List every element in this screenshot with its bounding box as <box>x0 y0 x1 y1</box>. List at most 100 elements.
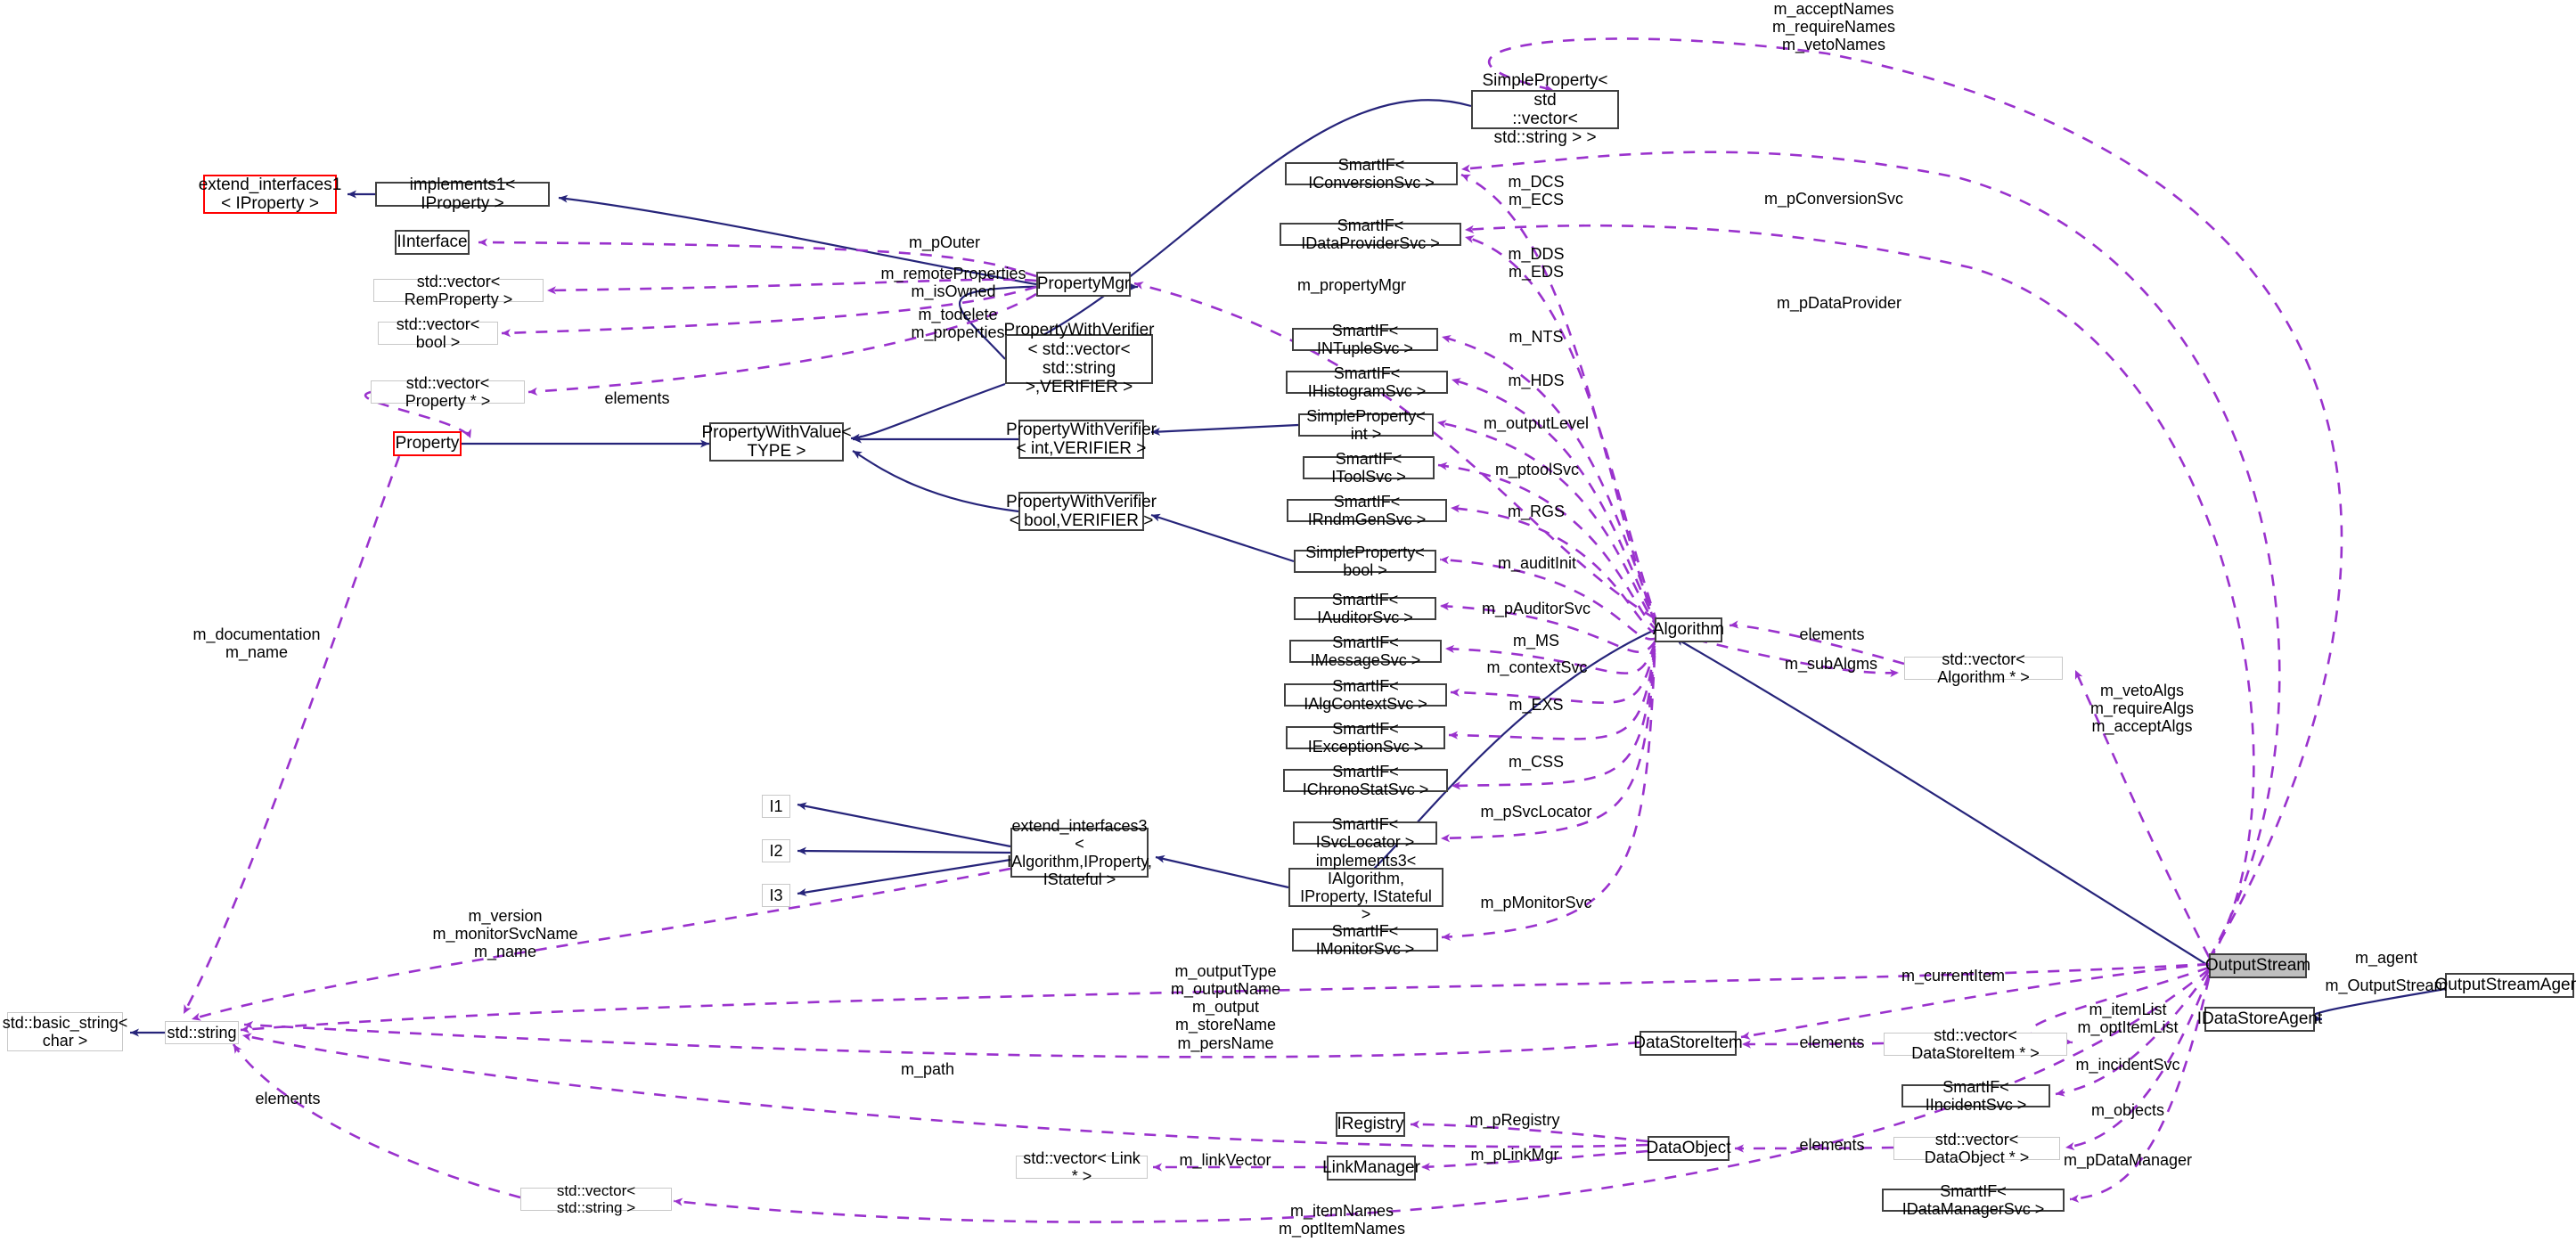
uml-class-label: std::vector< Algorithm * > <box>1937 650 2030 686</box>
uml-class-label: PropertyWithVerifier < int,VERIFIER > <box>1006 420 1157 458</box>
edge-label-lbl_EXS: m_EXS <box>1509 696 1564 714</box>
uml-class-extend_interfaces1[interactable]: extend_interfaces1 < IProperty > <box>199 175 341 214</box>
uml-class-smartif_idatamanagersvc[interactable]: SmartIF< IDataManagerSvc > <box>1882 1182 2065 1218</box>
uml-class-smartif_iexceptionsvc[interactable]: SmartIF< IExceptionSvc > <box>1286 720 1445 756</box>
uml-class-label: SmartIF< IChronoStatSvc > <box>1302 762 1429 798</box>
uml-class-property[interactable]: Property <box>393 431 462 456</box>
edge-label-lbl_version: m_version m_monitorSvcName m_name <box>432 907 578 961</box>
uml-class-dataobject[interactable]: DataObject <box>1646 1136 1731 1161</box>
uml-class-basic_string_char[interactable]: std::basic_string< char > <box>3 1012 127 1051</box>
uml-class-idatastoreagent[interactable]: IDataStoreAgent <box>2197 1007 2322 1032</box>
uml-class-label: std::vector< Property * > <box>405 373 491 410</box>
uml-class-outputstreamagent[interactable]: OutputStreamAgent <box>2435 973 2576 998</box>
uml-class-propertywithverifier_bool[interactable]: PropertyWithVerifier < bool,VERIFIER > <box>1006 492 1157 531</box>
uml-class-label: SmartIF< IAuditorSvc > <box>1317 590 1413 626</box>
uml-class-implements1_iproperty[interactable]: implements1< IProperty > <box>375 176 550 213</box>
uml-class-label: std::vector< DataObject * > <box>1924 1130 2030 1166</box>
uml-class-extend_interfaces3[interactable]: extend_interfaces3 < IAlgorithm,IPropert… <box>1007 817 1152 888</box>
edge-label-lbl_itemNames: m_itemNames m_optItemNames <box>1278 1202 1406 1238</box>
uml-class-vector_datastoreitem_ptr[interactable]: std::vector< DataStoreItem * > <box>1884 1026 2067 1062</box>
edge-label-lbl_vetoAlgs: m_vetoAlgs m_requireAlgs m_acceptAlgs <box>2089 682 2195 736</box>
uml-class-smartif_irndmgensvc[interactable]: SmartIF< IRndmGenSvc > <box>1287 493 1447 528</box>
uml-class-label: PropertyWithVerifier < bool,VERIFIER > <box>1006 492 1157 530</box>
uml-class-vector_link_ptr[interactable]: std::vector< Link * > <box>1016 1149 1148 1185</box>
uml-class-label: std::vector< RemProperty > <box>404 272 513 308</box>
uml-class-label: SmartIF< IAlgContextSvc > <box>1304 676 1427 713</box>
edge-label-lbl_pSvcLocator: m_pSvcLocator <box>1480 803 1592 821</box>
uml-class-smartif_itoolsvc[interactable]: SmartIF< IToolSvc > <box>1303 450 1435 486</box>
uml-class-iinterface[interactable]: IInterface <box>395 230 470 255</box>
uml-class-label: SmartIF< IExceptionSvc > <box>1307 719 1424 756</box>
uml-class-label: SmartIF< IIncidentSvc > <box>1925 1077 2027 1114</box>
edge-label-lbl_pMonitorSvc: m_pMonitorSvc <box>1480 894 1592 911</box>
edge-label-lbl_itemList: m_itemList m_optItemList <box>2077 1001 2179 1037</box>
uml-class-algorithm[interactable]: Algorithm <box>1653 617 1724 642</box>
uml-class-label: PropertyWithValue< TYPE > <box>701 422 852 461</box>
uml-class-i2[interactable]: I2 <box>762 839 790 862</box>
uml-class-vector_property_ptr[interactable]: std::vector< Property * > <box>371 374 525 410</box>
edge-label-lbl_RGS: m_RGS <box>1507 503 1565 520</box>
edge-label-lbl_auditInit: m_auditInit <box>1497 554 1577 572</box>
uml-class-label: SmartIF< IToolSvc > <box>1331 449 1406 486</box>
uml-class-smartif_iconversionsvc[interactable]: SmartIF< IConversionSvc > <box>1285 156 1458 192</box>
uml-class-label: SimpleProperty< int > <box>1306 406 1426 443</box>
edge-label-lbl_HDS: m_HDS <box>1508 372 1565 389</box>
uml-class-smartif_iincidentsvc[interactable]: SmartIF< IIncidentSvc > <box>1901 1078 2050 1114</box>
uml-class-propertywithverifier_int[interactable]: PropertyWithVerifier < int,VERIFIER > <box>1006 420 1157 459</box>
uml-class-label: OutputStream <box>2204 956 2311 976</box>
uml-class-propertymgr[interactable]: PropertyMgr <box>1036 272 1131 297</box>
uml-class-implements3[interactable]: implements3< IAlgorithm, IProperty, ISta… <box>1288 852 1443 923</box>
uml-class-outputstream[interactable]: OutputStream <box>2205 953 2310 978</box>
uml-class-vector_remproperty[interactable]: std::vector< RemProperty > <box>373 273 544 308</box>
uml-class-vector_std_string[interactable]: std::vector< std::string > <box>520 1182 672 1216</box>
uml-class-smartif_imessagesvc[interactable]: SmartIF< IMessageSvc > <box>1289 633 1442 669</box>
uml-class-i1[interactable]: I1 <box>762 795 790 818</box>
uml-class-label: I1 <box>769 797 783 815</box>
uml-class-label: LinkManager <box>1322 1158 1420 1178</box>
uml-class-label: std::vector< Link * > <box>1023 1148 1141 1185</box>
edge-label-lbl_DCS_ECS: m_DCS m_ECS <box>1508 173 1565 209</box>
uml-class-label: IRegistry <box>1337 1115 1404 1134</box>
uml-class-label: SmartIF< IMessageSvc > <box>1310 633 1421 669</box>
uml-class-smartif_isvclocator[interactable]: SmartIF< ISvcLocator > <box>1293 815 1437 851</box>
uml-class-label: PropertyWithVerifier < std::vector< std:… <box>1003 321 1155 397</box>
edge-label-lbl_elements_dsi: elements <box>1799 1034 1865 1051</box>
uml-class-smartif_intuplesvc[interactable]: SmartIF< INTupleSvc > <box>1292 322 1438 357</box>
uml-class-smartif_ichronostatsvc[interactable]: SmartIF< IChronoStatSvc > <box>1283 763 1448 798</box>
uml-class-vector_algorithm_ptr[interactable]: std::vector< Algorithm * > <box>1904 650 2063 686</box>
uml-class-smartif_ihistogramsvc[interactable]: SmartIF< IHistogramSvc > <box>1286 364 1448 400</box>
uml-class-smartif_imonitorsvc[interactable]: SmartIF< IMonitorSvc > <box>1292 922 1438 958</box>
edge-label-lbl_elements_str: elements <box>255 1090 321 1107</box>
uml-class-simpleproperty_int[interactable]: SimpleProperty< int > <box>1298 407 1434 443</box>
edge-label-lbl_pDataProvider: m_pDataProvider <box>1776 294 1902 312</box>
edge-label-lbl_pRegistry: m_pRegistry <box>1469 1111 1560 1129</box>
uml-class-label: std::vector< bool > <box>396 315 480 351</box>
uml-class-datastoreitem[interactable]: DataStoreItem <box>1633 1031 1743 1056</box>
uml-class-linkmanager[interactable]: LinkManager <box>1322 1156 1420 1181</box>
uml-class-label: Algorithm <box>1652 620 1725 640</box>
uml-class-smartif_iauditorsvc[interactable]: SmartIF< IAuditorSvc > <box>1294 591 1436 626</box>
uml-class-label: SmartIF< IConversionSvc > <box>1308 155 1435 192</box>
edge-label-lbl_OutputStream: m_OutputStream <box>2325 976 2448 994</box>
uml-class-smartif_ialgcontextsvc[interactable]: SmartIF< IAlgContextSvc > <box>1284 677 1447 713</box>
edge-label-lbl_linkVector: m_linkVector <box>1179 1151 1272 1169</box>
uml-class-vector_dataobject_ptr[interactable]: std::vector< DataObject * > <box>1893 1131 2060 1166</box>
uml-class-simpleproperty_vecstring[interactable]: SimpleProperty< std ::vector< std::strin… <box>1471 71 1619 147</box>
uml-class-simpleproperty_bool[interactable]: SimpleProperty< bool > <box>1294 543 1436 579</box>
edge-label-lbl_remoteProperties: m_remoteProperties m_isOwned <box>880 265 1026 301</box>
uml-class-vector_bool[interactable]: std::vector< bool > <box>378 315 498 351</box>
uml-class-smartif_idataprovidersvc[interactable]: SmartIF< IDataProviderSvc > <box>1280 217 1461 252</box>
uml-class-std_string[interactable]: std::string <box>165 1021 239 1044</box>
inheritance-edges <box>130 99 2446 1037</box>
uml-class-label: I3 <box>769 886 783 904</box>
uml-class-i3[interactable]: I3 <box>762 884 790 907</box>
uml-class-label: implements3< IAlgorithm, IProperty, ISta… <box>1300 851 1432 924</box>
uml-class-propertywithverifier_vecstring[interactable]: PropertyWithVerifier < std::vector< std:… <box>1004 321 1155 396</box>
uml-class-label: std::vector< DataStoreItem * > <box>1911 1025 2040 1062</box>
uml-class-label: std::vector< std::string > <box>556 1181 636 1216</box>
uml-class-iregistry[interactable]: IRegistry <box>1336 1112 1405 1137</box>
uml-class-propertywithvalue_type[interactable]: PropertyWithValue< TYPE > <box>701 422 852 462</box>
edge-label-lbl_ptoolSvc: m_ptoolSvc <box>1494 461 1580 478</box>
